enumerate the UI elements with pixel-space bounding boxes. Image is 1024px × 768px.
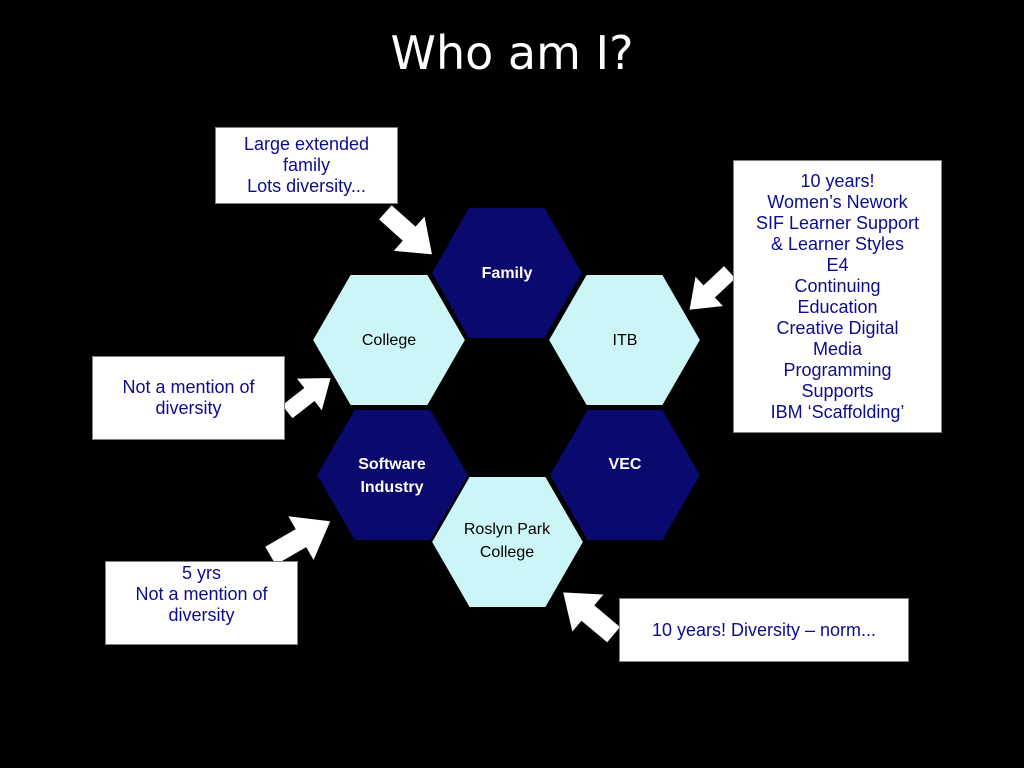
slide-title: Who am I?	[390, 26, 634, 80]
college-note-box: Not a mention of diversity	[92, 356, 285, 440]
hexagon-college	[310, 273, 468, 407]
hexagon-itb-label: ITB	[612, 332, 638, 349]
arrow-to-college	[280, 377, 332, 420]
hexagon-vec-label: VEC	[608, 456, 642, 473]
hexagon-roslyn-park-label: Roslyn Park College	[463, 521, 551, 561]
hexagon-vec	[547, 408, 703, 542]
hexagon-family	[429, 206, 585, 340]
itb-note-box: 10 years! Women’s Nework SIF Learner Sup…	[733, 160, 942, 433]
hexagon-software-industry-label: Software Industry	[358, 456, 426, 496]
hexagon-college-label: College	[361, 332, 417, 349]
hexagon-itb	[546, 273, 703, 407]
arrow-to-roslyn-park	[561, 591, 622, 644]
software-note-box: 5 yrs Not a mention of diversity	[105, 561, 298, 645]
arrows	[263, 203, 737, 644]
arrow-to-itb	[688, 264, 737, 311]
family-note-box: Large extended family Lots diversity...	[215, 127, 398, 204]
hexagon-roslyn-park	[429, 475, 586, 609]
arrow-to-family	[377, 203, 434, 256]
hexagon-family-label: Family	[481, 265, 533, 282]
hexagons	[310, 206, 703, 609]
roslyn-note-box: 10 years! Diversity – norm...	[619, 598, 909, 662]
